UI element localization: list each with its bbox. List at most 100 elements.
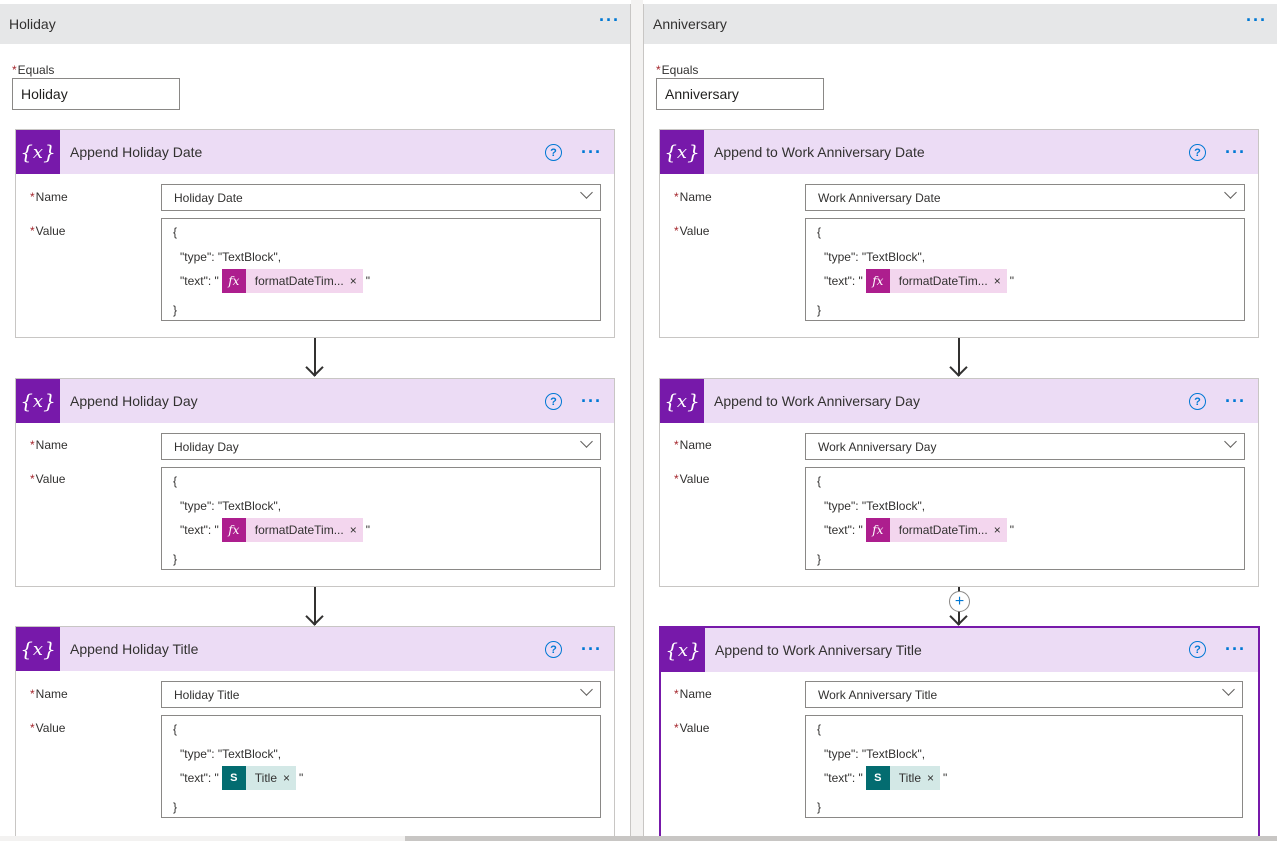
token-label: Title: [898, 770, 922, 785]
action-card-header[interactable]: {x} Append to Work Anniversary Day ? ···: [660, 379, 1258, 423]
help-icon[interactable]: ?: [545, 144, 562, 161]
token-label: formatDateTim...: [254, 522, 344, 537]
name-select[interactable]: Work Anniversary Date: [805, 184, 1245, 211]
value-line: "type": "TextBlock",: [180, 250, 282, 264]
variable-icon: {x}: [16, 379, 60, 423]
equals-input[interactable]: Anniversary: [656, 78, 824, 110]
name-select[interactable]: Holiday Title: [161, 681, 601, 708]
variable-icon: {x}: [661, 628, 705, 672]
value-line: "text": " S Title × ": [817, 764, 1231, 792]
value-input[interactable]: { "type": "TextBlock", "text": " S Title…: [805, 715, 1243, 818]
text-suffix: ": [1009, 522, 1014, 537]
name-select[interactable]: Work Anniversary Title: [805, 681, 1243, 708]
name-label: *Name: [30, 190, 68, 204]
action-card-header[interactable]: {x} Append Holiday Date ? ···: [16, 130, 614, 174]
value-line: {: [817, 225, 822, 239]
remove-token-icon[interactable]: ×: [349, 273, 357, 288]
help-icon[interactable]: ?: [545, 641, 562, 658]
case-anniversary-column: Anniversary ··· *Equals Anniversary {x} …: [643, 4, 1277, 841]
value-line: "type": "TextBlock",: [180, 747, 282, 761]
expression-token[interactable]: fx formatDateTim... ×: [221, 518, 363, 542]
chevron-down-icon: [580, 186, 593, 199]
value-input[interactable]: { "type": "TextBlock", "text": " S Title…: [161, 715, 601, 818]
action-title: Append to Work Anniversary Date: [714, 144, 925, 160]
remove-token-icon[interactable]: ×: [993, 522, 1001, 537]
more-options-icon[interactable]: ···: [1225, 391, 1246, 411]
value-label: *Value: [30, 224, 66, 238]
case-header[interactable]: Anniversary ···: [644, 4, 1277, 44]
value-line: "text": " S Title × ": [173, 764, 589, 792]
more-options-icon[interactable]: ···: [1225, 142, 1246, 162]
more-options-icon[interactable]: ···: [1225, 639, 1246, 659]
column-gap: [631, 0, 643, 841]
dynamic-content-token[interactable]: S Title ×: [221, 766, 297, 790]
value-input[interactable]: { "type": "TextBlock", "text": " fx form…: [805, 467, 1245, 570]
remove-token-icon[interactable]: ×: [927, 770, 935, 785]
value-line: "type": "TextBlock",: [824, 250, 926, 264]
chevron-down-icon: [580, 683, 593, 696]
text-prefix: "text": ": [180, 522, 219, 537]
expression-icon: fx: [865, 518, 890, 542]
help-icon[interactable]: ?: [1189, 393, 1206, 410]
equals-label: *Equals: [656, 63, 699, 77]
text-prefix: "text": ": [824, 273, 863, 288]
more-options-icon[interactable]: ···: [581, 391, 602, 411]
name-label: *Name: [674, 438, 712, 452]
value-input[interactable]: { "type": "TextBlock", "text": " fx form…: [805, 218, 1245, 321]
add-step-icon[interactable]: +: [949, 591, 970, 612]
equals-input[interactable]: Holiday: [12, 78, 180, 110]
value-line: "text": " fx formatDateTim... × ": [173, 267, 589, 295]
name-select[interactable]: Holiday Date: [161, 184, 601, 211]
action-card-holiday-title: {x} Append Holiday Title ? ··· *Name Hol…: [15, 626, 615, 838]
action-card-header[interactable]: {x} Append to Work Anniversary Title ? ·…: [661, 628, 1258, 672]
action-title: Append Holiday Day: [70, 393, 198, 409]
variable-icon: {x}: [660, 379, 704, 423]
help-icon[interactable]: ?: [1189, 641, 1206, 658]
name-label: *Name: [30, 687, 68, 701]
action-card-anniversary-day: {x} Append to Work Anniversary Day ? ···…: [659, 378, 1259, 587]
value-input[interactable]: { "type": "TextBlock", "text": " fx form…: [161, 467, 601, 570]
value-line: {: [817, 722, 822, 736]
value-line: {: [173, 225, 178, 239]
text-suffix: ": [943, 770, 948, 785]
variable-icon: {x}: [16, 130, 60, 174]
more-options-icon[interactable]: ···: [581, 639, 602, 659]
equals-label: *Equals: [12, 63, 55, 77]
action-card-anniversary-date: {x} Append to Work Anniversary Date ? ··…: [659, 129, 1259, 338]
help-icon[interactable]: ?: [545, 393, 562, 410]
variable-icon: {x}: [16, 627, 60, 671]
expression-icon: fx: [221, 269, 246, 293]
action-title: Append to Work Anniversary Title: [715, 642, 922, 658]
value-label: *Value: [30, 472, 66, 486]
help-icon[interactable]: ?: [1189, 144, 1206, 161]
case-header[interactable]: Holiday ···: [0, 4, 630, 44]
token-label: Title: [254, 770, 278, 785]
remove-token-icon[interactable]: ×: [993, 273, 1001, 288]
expression-token[interactable]: fx formatDateTim... ×: [865, 518, 1007, 542]
more-options-icon[interactable]: ···: [581, 142, 602, 162]
expression-token[interactable]: fx formatDateTim... ×: [865, 269, 1007, 293]
expression-token[interactable]: fx formatDateTim... ×: [221, 269, 363, 293]
text-suffix: ": [299, 770, 304, 785]
value-label: *Value: [674, 721, 710, 735]
arrow-connector: [305, 587, 325, 627]
more-options-icon[interactable]: ···: [1246, 10, 1267, 30]
action-card-header[interactable]: {x} Append Holiday Title ? ···: [16, 627, 614, 671]
value-line: }: [173, 800, 178, 814]
action-card-header[interactable]: {x} Append to Work Anniversary Date ? ··…: [660, 130, 1258, 174]
action-card-header[interactable]: {x} Append Holiday Day ? ···: [16, 379, 614, 423]
more-options-icon[interactable]: ···: [599, 10, 620, 30]
remove-token-icon[interactable]: ×: [349, 522, 357, 537]
value-input[interactable]: { "type": "TextBlock", "text": " fx form…: [161, 218, 601, 321]
scrollbar-thumb[interactable]: [405, 836, 1277, 841]
token-label: formatDateTim...: [254, 273, 344, 288]
name-select[interactable]: Holiday Day: [161, 433, 601, 460]
remove-token-icon[interactable]: ×: [283, 770, 291, 785]
horizontal-scrollbar[interactable]: [0, 836, 1277, 841]
name-select[interactable]: Work Anniversary Day: [805, 433, 1245, 460]
token-label: formatDateTim...: [898, 522, 988, 537]
text-prefix: "text": ": [180, 273, 219, 288]
name-label: *Name: [674, 190, 712, 204]
dynamic-content-token[interactable]: S Title ×: [865, 766, 941, 790]
value-line: {: [173, 474, 178, 488]
